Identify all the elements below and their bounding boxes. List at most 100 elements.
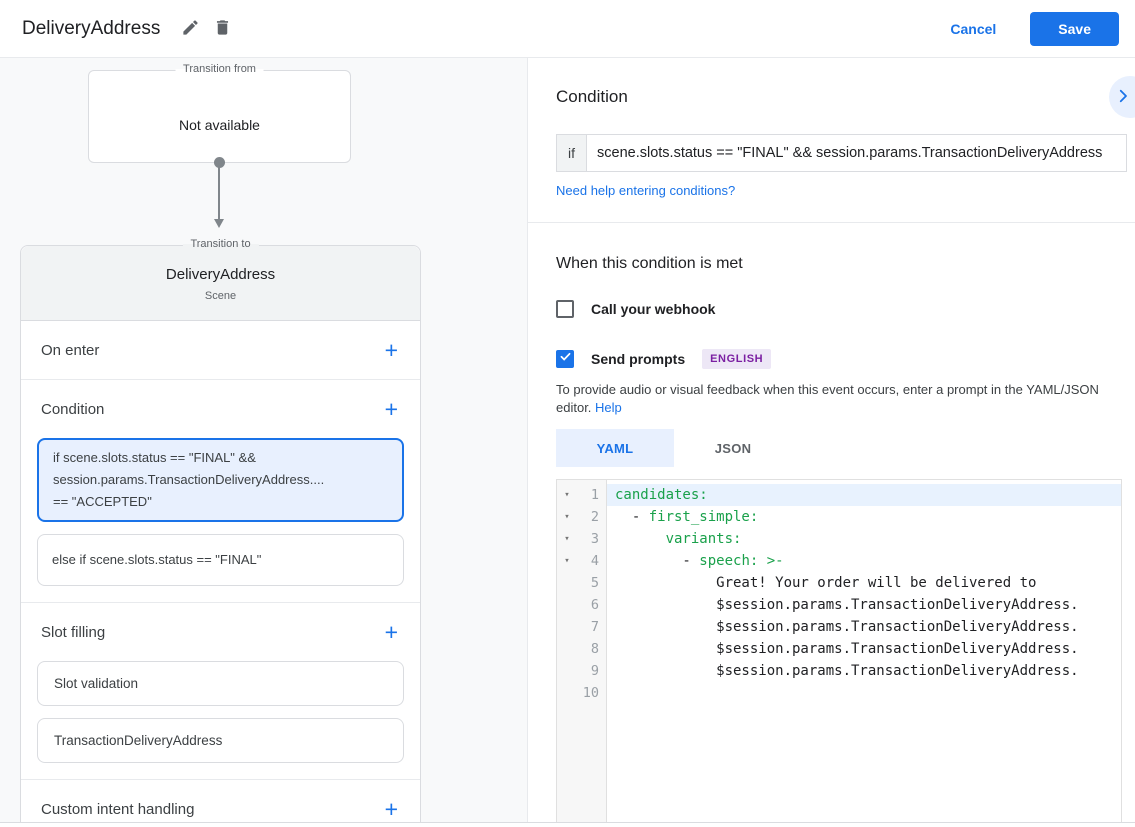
panel-title: Condition: [556, 87, 628, 106]
bottom-scrollbar-track[interactable]: [0, 822, 1135, 827]
code-line[interactable]: $session.params.TransactionDeliveryAddre…: [607, 660, 1121, 682]
condition-card-line: session.params.TransactionDeliveryAddres…: [53, 472, 325, 487]
tab-json[interactable]: JSON: [674, 429, 792, 467]
arrow-down-icon: [214, 219, 224, 228]
language-badge: ENGLISH: [702, 349, 772, 369]
call-webhook-label: Call your webhook: [591, 301, 716, 317]
code-text-token: [615, 531, 666, 547]
line-number: 10: [582, 685, 599, 701]
scene-name: DeliveryAddress: [165, 266, 276, 283]
line-number: 4: [590, 553, 599, 569]
connector-line: [218, 167, 220, 219]
custom-intent-section: Custom intent handling +: [21, 780, 420, 822]
code-text-token: $session.params.TransactionDeliveryAddre…: [615, 641, 1079, 657]
prompts-description: To provide audio or visual feedback when…: [556, 381, 1118, 417]
send-prompts-checkbox[interactable]: [556, 350, 574, 368]
edit-title-button[interactable]: [174, 13, 206, 45]
condition-detail-panel: Condition if scene.slots.status == "FINA…: [528, 58, 1135, 822]
code-line[interactable]: $session.params.TransactionDeliveryAddre…: [607, 594, 1121, 616]
code-line[interactable]: [607, 682, 1121, 704]
code-line[interactable]: variants:: [607, 528, 1121, 550]
code-text-token: -: [615, 553, 700, 569]
if-prefix-label: if: [557, 135, 587, 171]
gutter-row: 8: [557, 638, 606, 660]
code-text-token: Great! Your order will be delivered to: [615, 575, 1037, 591]
transition-from-value: Not available: [179, 117, 260, 133]
slot-validation-card[interactable]: Slot validation: [37, 661, 404, 706]
gutter-row: ▾2: [557, 506, 606, 528]
scene-card-header: DeliveryAddress Scene: [21, 246, 420, 321]
condition-expression-input[interactable]: scene.slots.status == "FINAL" && session…: [597, 145, 1103, 161]
line-number: 7: [590, 619, 599, 635]
line-number: 8: [590, 641, 599, 657]
divider: [21, 602, 420, 603]
code-text-token: $session.params.TransactionDeliveryAddre…: [615, 663, 1079, 679]
add-on-enter-button[interactable]: +: [384, 337, 398, 363]
pencil-icon: [181, 18, 200, 40]
slot-filling-label: Slot filling: [41, 623, 106, 641]
line-number: 6: [590, 597, 599, 613]
tab-yaml[interactable]: YAML: [556, 429, 674, 467]
line-number: 3: [590, 531, 599, 547]
code-line[interactable]: - first_simple:: [607, 506, 1121, 528]
condition-card-selected[interactable]: if scene.slots.status == "FINAL" && sess…: [37, 438, 404, 522]
code-line[interactable]: $session.params.TransactionDeliveryAddre…: [607, 638, 1121, 660]
conditions-help-link[interactable]: Need help entering conditions?: [556, 183, 736, 198]
divider: [21, 779, 420, 780]
fold-arrow-icon[interactable]: ▾: [564, 556, 570, 566]
add-condition-button[interactable]: +: [384, 396, 398, 422]
add-custom-intent-button[interactable]: +: [384, 796, 398, 822]
gutter-row: ▾1: [557, 484, 606, 506]
condition-expression-field: if scene.slots.status == "FINAL" && sess…: [556, 134, 1127, 172]
save-button[interactable]: Save: [1030, 11, 1119, 46]
slot-card[interactable]: TransactionDeliveryAddress: [37, 718, 404, 763]
on-enter-label: On enter: [41, 341, 100, 359]
condition-cards: if scene.slots.status == "FINAL" && sess…: [21, 438, 420, 602]
condition-met-heading: When this condition is met: [556, 255, 743, 272]
gutter-row: 9: [557, 660, 606, 682]
help-link[interactable]: Help: [595, 400, 622, 415]
code-line[interactable]: Great! Your order will be delivered to: [607, 572, 1121, 594]
fold-arrow-icon[interactable]: ▾: [564, 512, 570, 522]
gutter-row: 5: [557, 572, 606, 594]
condition-section: Condition +: [21, 380, 420, 438]
slot-filling-section: Slot filling +: [21, 603, 420, 661]
condition-label: Condition: [41, 400, 105, 418]
code-text-token: $session.params.TransactionDeliveryAddre…: [615, 619, 1079, 635]
call-webhook-checkbox[interactable]: [556, 300, 574, 318]
fold-arrow-icon[interactable]: ▾: [564, 534, 570, 544]
condition-card-line: if scene.slots.status == "FINAL" &&: [53, 450, 256, 465]
scene-graph-panel: Transition from Not available Transition…: [0, 58, 528, 822]
call-webhook-row: Call your webhook: [556, 300, 715, 318]
yaml-key-token: variants:: [665, 531, 742, 547]
yaml-key-token: first_simple:: [648, 509, 759, 525]
transition-to-card: Transition to DeliveryAddress Scene On e…: [20, 238, 421, 822]
transition-to-label: Transition to: [182, 238, 259, 250]
code-line[interactable]: candidates:: [607, 484, 1121, 506]
yaml-key-token: candidates:: [615, 487, 708, 503]
add-slot-button[interactable]: +: [384, 619, 398, 645]
line-number: 5: [590, 575, 599, 591]
collapse-panel-button[interactable]: [1109, 76, 1135, 118]
delete-scene-button[interactable]: [206, 13, 238, 45]
cancel-button[interactable]: Cancel: [950, 20, 997, 37]
trash-icon: [213, 18, 232, 40]
code-text-token: -: [615, 509, 649, 525]
connector-dot-icon: [213, 157, 225, 168]
gutter-row: 7: [557, 616, 606, 638]
transition-from-label: Transition from: [175, 63, 264, 75]
editor-code-area[interactable]: candidates: - first_simple: variants: - …: [607, 480, 1121, 822]
condition-card[interactable]: else if scene.slots.status == "FINAL": [37, 534, 404, 586]
gutter-row: 10: [557, 682, 606, 704]
code-line[interactable]: - speech: >-: [607, 550, 1121, 572]
code-line[interactable]: $session.params.TransactionDeliveryAddre…: [607, 616, 1121, 638]
yaml-key-token: speech: >-: [699, 553, 784, 569]
fold-arrow-icon[interactable]: ▾: [564, 490, 570, 500]
line-number: 1: [590, 487, 599, 503]
send-prompts-label: Send prompts: [591, 351, 686, 367]
line-number: 9: [590, 663, 599, 679]
code-text-token: $session.params.TransactionDeliveryAddre…: [615, 597, 1079, 613]
